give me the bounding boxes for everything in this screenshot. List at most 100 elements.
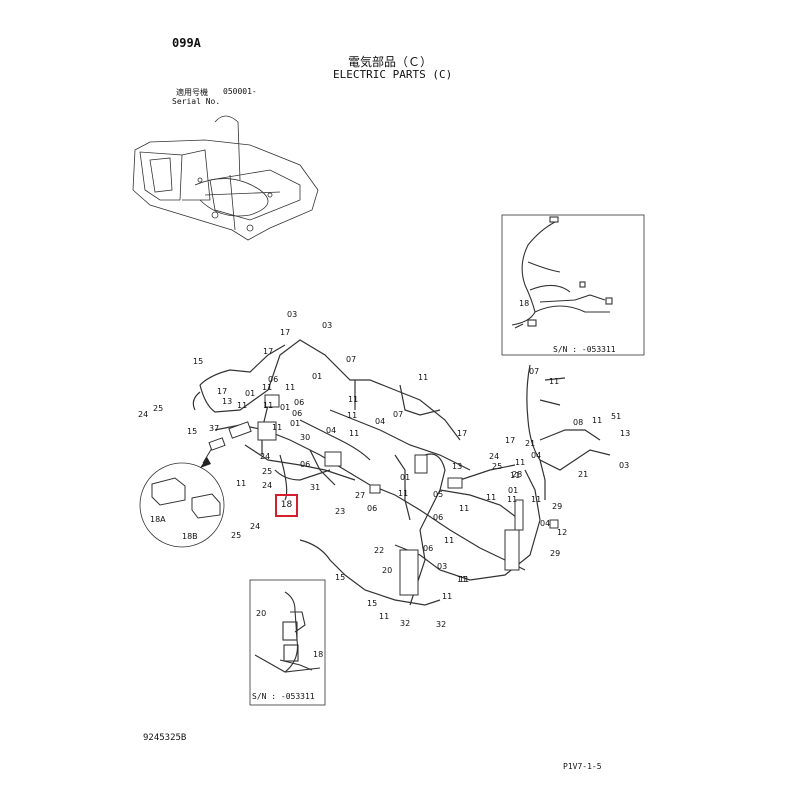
callout-label: 15 xyxy=(335,573,346,582)
inset-top-right-serial: S/N : -053311 xyxy=(553,345,616,354)
detail-pointer xyxy=(202,447,213,464)
callout-label: 11 xyxy=(347,411,358,420)
callout-label: 37 xyxy=(209,424,220,433)
callout-label: 01 xyxy=(245,389,256,398)
callout-label: 11 xyxy=(549,377,560,386)
callout-label: 18 xyxy=(519,299,530,308)
callout-label: 29 xyxy=(550,549,561,558)
callout-label: 11 xyxy=(349,429,360,438)
callout-label: 11 xyxy=(592,416,603,425)
callout-label: 24 xyxy=(138,410,149,419)
callout-label: 11 xyxy=(237,401,248,410)
callout-label: 01 xyxy=(312,372,323,381)
page-reference: P1V7-1-5 xyxy=(563,762,602,771)
callout-label: 13 xyxy=(222,397,233,406)
callout-label: 04 xyxy=(531,451,542,460)
callout-label: 17 xyxy=(217,387,228,396)
callout-label: 21 xyxy=(525,439,536,448)
callout-label: 01 xyxy=(400,473,411,482)
callout-label: 25 xyxy=(262,467,273,476)
callout-label: 17 xyxy=(263,347,274,356)
callout-label: 13 xyxy=(620,429,631,438)
callout-label: 11 xyxy=(459,504,470,513)
callout-label: 04 xyxy=(375,417,386,426)
callout-label: 25 xyxy=(492,462,503,471)
callout-label: 11 xyxy=(531,495,542,504)
serial-label-japanese: 適用号機 xyxy=(176,88,208,97)
callout-label: 01 xyxy=(290,419,301,428)
callout-label: 06 xyxy=(300,460,311,469)
callout-label: 03 xyxy=(322,321,333,330)
callout-label: 24 xyxy=(250,522,261,531)
callout-label: 22 xyxy=(374,546,385,555)
callout-label: 03 xyxy=(619,461,630,470)
page-title: ELECTRIC PARTS (C) xyxy=(333,68,453,81)
detail-circle-18 xyxy=(139,462,225,548)
callout-label: 11 xyxy=(348,395,359,404)
callout-label: 25 xyxy=(231,531,242,540)
serial-label: Serial No. xyxy=(172,97,221,106)
callout-label: 03 xyxy=(287,310,298,319)
detail-connectors xyxy=(151,477,221,519)
document-number: 9245325B xyxy=(143,733,187,743)
callout-label: 11 xyxy=(236,479,247,488)
callout-label: 04 xyxy=(326,426,337,435)
callout-label: 11 xyxy=(444,536,455,545)
callout-label: 06 xyxy=(423,544,434,553)
callout-label: 11 xyxy=(263,401,274,410)
callout-label: 32 xyxy=(436,620,447,629)
callout-label: 07 xyxy=(346,355,357,364)
callout-label: 05 xyxy=(433,490,444,499)
callout-label: 51 xyxy=(611,412,622,421)
callout-label: 23 xyxy=(335,507,346,516)
callout-label: 15 xyxy=(187,427,198,436)
callout-label: 25 xyxy=(153,404,164,413)
machine-overview-illustration xyxy=(132,115,319,241)
callout-label: 17 xyxy=(280,328,291,337)
callout-label: 28 xyxy=(512,470,523,479)
callout-label: 11 xyxy=(442,592,453,601)
callout-label: 31 xyxy=(310,483,321,492)
page-code: 099A xyxy=(172,36,201,50)
callout-label: 30 xyxy=(300,433,311,442)
callout-label: 12 xyxy=(557,528,568,537)
inset-top-right-harness xyxy=(511,216,613,329)
callout-label: 17 xyxy=(457,429,468,438)
callout-label: 18 xyxy=(313,650,324,659)
inset-frame-bottom xyxy=(249,579,326,706)
callout-label: 07 xyxy=(529,367,540,376)
callout-label: 11 xyxy=(486,493,497,502)
callout-label: 01 xyxy=(280,403,291,412)
callout-label: 15 xyxy=(367,599,378,608)
callout-label: 20 xyxy=(382,566,393,575)
callout-label: 27 xyxy=(355,491,366,500)
callout-label: 21 xyxy=(578,470,589,479)
callout-label: 11 xyxy=(379,612,390,621)
callout-label: 11 xyxy=(398,489,409,498)
callout-label: 06 xyxy=(294,398,305,407)
callout-label: 11 xyxy=(418,373,429,382)
callout-label: 06 xyxy=(433,513,444,522)
callout-label: 11 xyxy=(272,423,283,432)
callout-label: 15 xyxy=(193,357,204,366)
serial-value: 050001- xyxy=(223,87,257,96)
inset-bottom-serial: S/N : -053311 xyxy=(252,692,315,701)
callout-label: 11 xyxy=(262,383,273,392)
callout-label: 20 xyxy=(256,609,267,618)
callout-label: 11 xyxy=(515,458,526,467)
highlight-box[interactable] xyxy=(275,494,298,517)
callout-label: 08 xyxy=(573,418,584,427)
callout-label: 24 xyxy=(489,452,500,461)
callout-label: 29 xyxy=(552,502,563,511)
callout-label: 24 xyxy=(262,481,273,490)
callout-label: 03 xyxy=(437,562,448,571)
callout-label: 04 xyxy=(540,519,551,528)
callout-label: 24 xyxy=(260,452,271,461)
callout-label: 18A xyxy=(150,515,166,524)
inset-frame-top-right xyxy=(501,214,645,356)
highlighted-part-number: 18 xyxy=(280,500,293,510)
callout-label: 06 xyxy=(367,504,378,513)
components xyxy=(208,394,559,596)
callout-label: 06 xyxy=(268,375,279,384)
